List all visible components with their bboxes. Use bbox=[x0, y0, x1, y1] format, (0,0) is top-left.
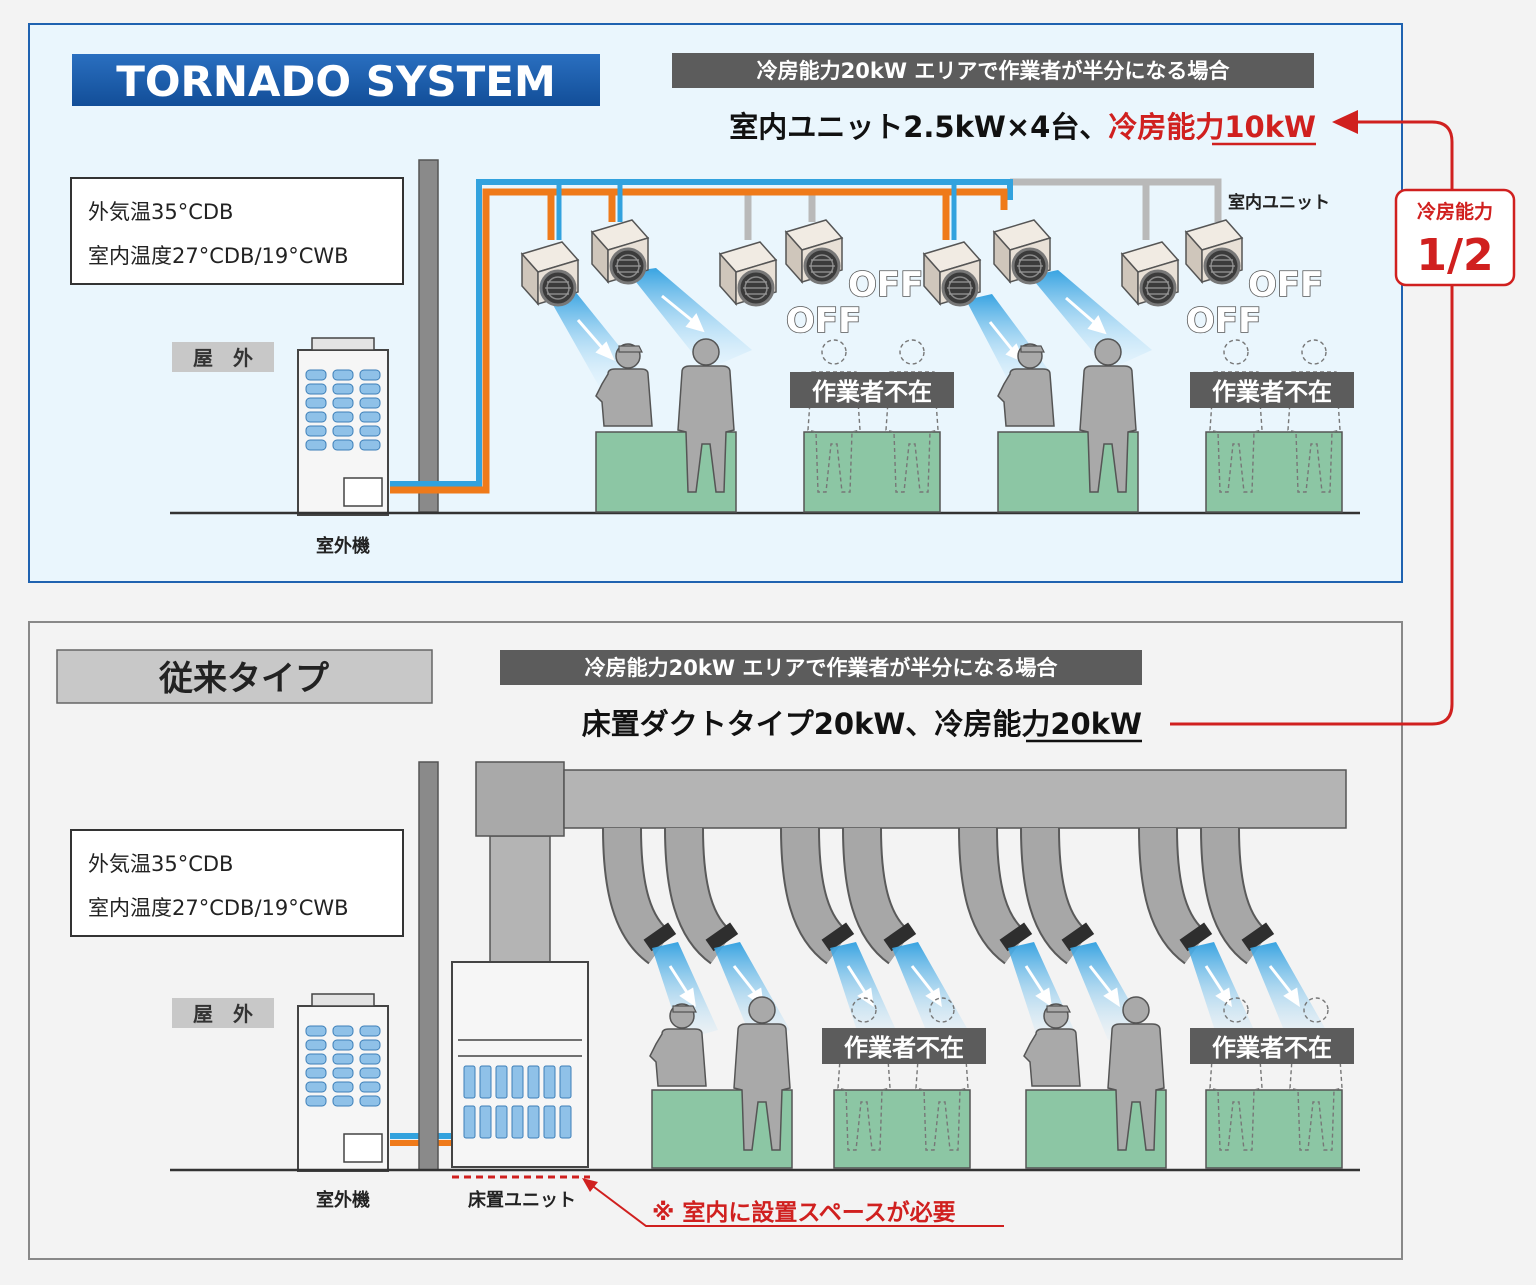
desk-2 bbox=[803, 431, 941, 513]
comparison-badge bbox=[1394, 188, 1516, 287]
tornado-airflow bbox=[548, 268, 1152, 388]
space-note-arrowhead bbox=[582, 1178, 598, 1192]
conv-desk-2 bbox=[833, 1089, 971, 1169]
conventional-wall bbox=[418, 761, 439, 1171]
tornado-outdoor-label: 屋 外 bbox=[193, 346, 253, 370]
tornado-condition-temp-indoor: 室内温度27°CDB/19°CWB bbox=[88, 244, 349, 268]
conventional-outdoor-tag bbox=[172, 998, 274, 1028]
space-note: ※ 室内に設置スペースが必要 bbox=[652, 1199, 956, 1226]
absent-tag-1 bbox=[790, 372, 954, 408]
tornado-condition-bar bbox=[672, 53, 1314, 88]
comparison-arrowhead bbox=[1332, 110, 1358, 134]
conv-absent-label-1: 作業者不在 bbox=[844, 1034, 964, 1062]
tornado-wall bbox=[418, 159, 439, 513]
conventional-panel: 従来タイプ 冷房能力20kW エリアで作業者が半分になる場合 床置ダクトタイプ2… bbox=[28, 621, 1403, 1260]
off-label-4: OFF bbox=[1186, 301, 1261, 341]
indoor-unit-8-off bbox=[1184, 218, 1244, 285]
tornado-condition-temp-outdoor: 外気温35°CDB bbox=[88, 200, 233, 224]
conventional-outdoor-unit-label: 室外機 bbox=[316, 1189, 370, 1211]
off-label-3: OFF bbox=[1248, 265, 1323, 305]
conv-absent-tag-2 bbox=[1190, 1028, 1354, 1064]
indoor-unit-6 bbox=[992, 218, 1052, 285]
indoor-unit-1 bbox=[520, 240, 580, 307]
tornado-indoor-unit-label: 室内ユニット bbox=[1228, 192, 1330, 213]
absent-label-1: 作業者不在 bbox=[812, 378, 932, 406]
conventional-outdoor-unit bbox=[297, 993, 389, 1172]
conventional-conditions-box bbox=[70, 829, 404, 937]
tornado-title: TORNADO SYSTEM bbox=[116, 57, 556, 106]
comparison-value: 1/2 bbox=[1416, 230, 1493, 281]
conv-desk-4 bbox=[1205, 1089, 1343, 1169]
indoor-unit-7-off bbox=[1120, 240, 1180, 307]
comparison-label: 冷房能力 bbox=[1417, 200, 1493, 223]
comparison-connector: 冷房能力 1/2 bbox=[1170, 110, 1516, 726]
tornado-title-bar bbox=[72, 54, 600, 106]
indoor-unit-3-off bbox=[718, 240, 778, 307]
conventional-condition-label: 冷房能力20kW エリアで作業者が半分になる場合 bbox=[585, 656, 1059, 680]
conv-absent-label-2: 作業者不在 bbox=[1212, 1034, 1332, 1062]
conventional-outdoor-label: 屋 外 bbox=[193, 1002, 253, 1026]
absent-tag-2 bbox=[1190, 372, 1354, 408]
indoor-unit-5 bbox=[922, 240, 982, 307]
conventional-title-bar bbox=[56, 649, 433, 704]
conv-absent-tag-1 bbox=[822, 1028, 986, 1064]
tornado-outdoor-unit-label: 室外機 bbox=[316, 535, 370, 557]
tornado-condition-label: 冷房能力20kW エリアで作業者が半分になる場合 bbox=[757, 59, 1231, 83]
conventional-title: 従来タイプ bbox=[158, 659, 329, 699]
indoor-unit-2 bbox=[590, 218, 650, 285]
floor-unit bbox=[451, 961, 589, 1168]
absent-label-2: 作業者不在 bbox=[1212, 378, 1332, 406]
tornado-conditions-box bbox=[70, 177, 404, 285]
indoor-unit-4-off bbox=[784, 218, 844, 285]
tornado-refrigerant-piping bbox=[390, 178, 1222, 494]
desk-4 bbox=[1205, 431, 1343, 513]
floor-unit-label: 床置ユニット bbox=[468, 1189, 576, 1211]
off-label-1: OFF bbox=[848, 265, 923, 305]
main-duct bbox=[475, 761, 1347, 963]
conventional-condition-bar bbox=[500, 650, 1142, 685]
tornado-headline: 室内ユニット2.5kW×4台、冷房能力10kW bbox=[729, 110, 1316, 144]
tornado-outdoor-unit bbox=[297, 337, 389, 516]
conventional-condition-temp-indoor: 室内温度27°CDB/19°CWB bbox=[88, 896, 349, 920]
space-note-leader bbox=[589, 1183, 1004, 1227]
conventional-headline: 床置ダクトタイプ20kW、冷房能力20kW bbox=[582, 707, 1142, 741]
conventional-condition-temp-outdoor: 外気温35°CDB bbox=[88, 852, 233, 876]
tornado-panel: TORNADO SYSTEM 冷房能力20kW エリアで作業者が半分になる場合 … bbox=[28, 23, 1403, 583]
tornado-outdoor-tag bbox=[172, 342, 274, 372]
off-label-2: OFF bbox=[786, 301, 861, 341]
